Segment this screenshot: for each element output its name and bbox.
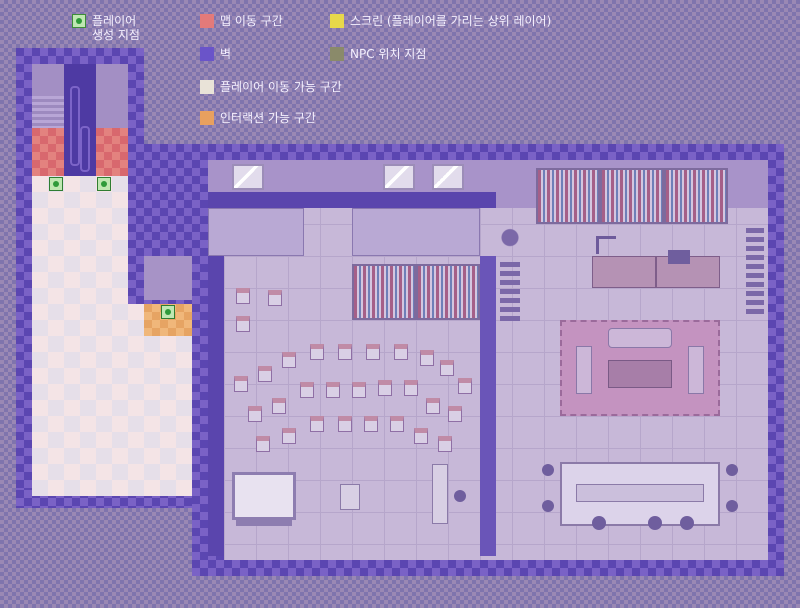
chair (258, 366, 272, 382)
meeting-table-center (576, 484, 704, 502)
legend-interact: 인터랙션 가능 구간 (200, 111, 316, 125)
side-table (432, 464, 448, 524)
legend-wall: 벽 (200, 47, 231, 61)
stair-railing (70, 86, 80, 166)
chair (236, 316, 250, 332)
office-chair (592, 516, 606, 530)
legend-npc: NPC 위치 지점 (330, 47, 426, 61)
chair (338, 416, 352, 432)
chair (338, 344, 352, 360)
legend-walkable-label: 플레이어 이동 가능 구간 (220, 80, 342, 94)
bookshelf-3 (536, 168, 600, 224)
plant-icon (746, 228, 764, 318)
chair (440, 360, 454, 376)
chair (300, 382, 314, 398)
counter-right (352, 208, 480, 256)
chair (420, 350, 434, 366)
office-chair (680, 516, 694, 530)
map-move-zone-left[interactable] (32, 128, 64, 176)
legend-screen: 스크린 (플레이어를 가리는 상위 레이어) (330, 14, 551, 28)
podium (340, 484, 360, 510)
chair (414, 428, 428, 444)
plant-icon (500, 224, 520, 258)
screen-swatch (330, 14, 344, 28)
spawn-point-1 (49, 177, 63, 191)
legend-interact-label: 인터랙션 가능 구간 (220, 111, 316, 125)
sofa-left (576, 346, 592, 394)
chair (438, 436, 452, 452)
map-move-swatch (200, 14, 214, 28)
partition-top (208, 192, 496, 208)
chair (426, 398, 440, 414)
legend-spawn-label: 플레이어 생성 지점 (92, 14, 140, 42)
legend-spawn: 플레이어 생성 지점 (72, 14, 140, 42)
office-chair (542, 464, 554, 476)
chair (448, 406, 462, 422)
spawn-point-2 (97, 177, 111, 191)
chair (272, 398, 286, 414)
chair (234, 376, 248, 392)
chair (282, 352, 296, 368)
chair (268, 290, 282, 306)
legend-walkable: 플레이어 이동 가능 구간 (200, 80, 342, 94)
chair (310, 344, 324, 360)
divider-wall (480, 256, 496, 556)
plant-icon (500, 262, 520, 322)
chair (404, 380, 418, 396)
counter-left (208, 208, 304, 256)
chair (310, 416, 324, 432)
whiteboard-icon (232, 472, 296, 520)
chair (364, 416, 378, 432)
office-chair (542, 500, 554, 512)
stair-railing-2 (80, 126, 90, 172)
stair-steps (32, 96, 64, 128)
office-chair (648, 516, 662, 530)
sofa-top (608, 328, 672, 348)
bookshelf-5 (664, 168, 728, 224)
bookshelf-1 (352, 264, 416, 320)
map-move-zone-right[interactable] (96, 128, 128, 176)
walkable-swatch (200, 80, 214, 94)
legend-map-move-label: 맵 이동 구간 (220, 14, 283, 28)
chair (236, 288, 250, 304)
chair (458, 378, 472, 394)
whiteboard-stand (236, 520, 292, 526)
sofa-right (688, 346, 704, 394)
inner-left-wall (208, 256, 224, 556)
chair (390, 416, 404, 432)
coffee-table (608, 360, 672, 388)
window-3 (432, 164, 464, 190)
spawn-marker-icon (72, 14, 86, 28)
office-chair (726, 464, 738, 476)
npc-swatch (330, 47, 344, 61)
chair (248, 406, 262, 422)
chair (326, 382, 340, 398)
office-chair (726, 500, 738, 512)
office-chair (454, 490, 466, 502)
legend-map-move: 맵 이동 구간 (200, 14, 283, 28)
chair (256, 436, 270, 452)
bookshelf-4 (600, 168, 664, 224)
legend-screen-label: 스크린 (플레이어를 가리는 상위 레이어) (350, 14, 551, 28)
walkable-corridor-top[interactable] (32, 176, 128, 304)
window-2 (383, 164, 415, 190)
interact-swatch (200, 111, 214, 125)
chair (352, 382, 366, 398)
wall-swatch (200, 47, 214, 61)
bookshelf-2 (416, 264, 480, 320)
spawn-point-3 (161, 305, 175, 319)
chair (366, 344, 380, 360)
chair (394, 344, 408, 360)
legend-npc-label: NPC 위치 지점 (350, 47, 426, 61)
chair (378, 380, 392, 396)
office-desk-1 (592, 256, 656, 288)
monitor (668, 250, 690, 264)
desk-lamp-icon (596, 236, 616, 254)
window-1 (232, 164, 264, 190)
legend-wall-label: 벽 (220, 47, 231, 61)
chair (282, 428, 296, 444)
